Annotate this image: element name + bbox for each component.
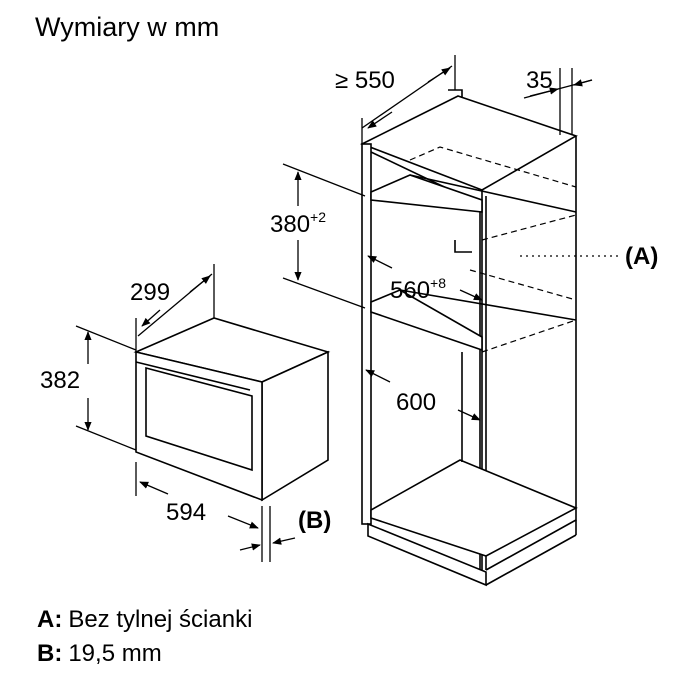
niche-height-tolerance: +2: [310, 209, 326, 225]
callout-b: (B): [298, 507, 331, 534]
dim-label-cabinet-depth: ≥ 550: [335, 67, 395, 94]
dim-label-niche-width: 560+8: [390, 275, 446, 304]
legend-text: 19,5 mm: [68, 640, 162, 667]
niche-height-value: 380: [270, 211, 310, 238]
missing-back-wall-outline: [409, 146, 577, 353]
niche-width-value: 560: [390, 277, 430, 304]
legend-key: A:: [37, 606, 63, 633]
appliance-drawing: [133, 317, 331, 502]
cabinet-drawing: [360, 89, 578, 587]
callout-a: (A): [625, 243, 658, 270]
legend-text: Bez tylnej ścianki: [68, 606, 253, 633]
dim-label-side: 35: [526, 67, 553, 94]
dim-label-appliance-width: 594: [166, 499, 206, 526]
dim-label-cabinet-width: 600: [396, 389, 436, 416]
legend-item-b: B:19,5 mm: [37, 640, 162, 668]
dim-label-appliance-height: 382: [40, 367, 80, 394]
legend-key: B:: [37, 640, 63, 667]
diagram-title: Wymiary w mm: [35, 12, 220, 42]
dim-label-niche-height: 380+2: [270, 209, 326, 238]
legend-item-a: A:Bez tylnej ścianki: [37, 606, 252, 634]
niche-width-tolerance: +8: [430, 275, 446, 291]
dim-label-appliance-depth: 299: [130, 279, 170, 306]
